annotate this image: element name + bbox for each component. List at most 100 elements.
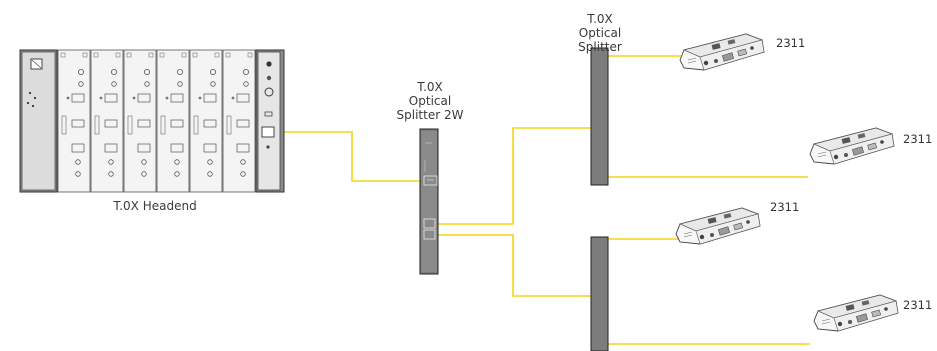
line-card-indicator: [111, 69, 118, 76]
line-card-port: [236, 143, 250, 153]
line-card-led: [198, 96, 202, 100]
line-card-latch: [94, 115, 100, 135]
headend-line-card: [156, 49, 190, 193]
line-card-indicator: [75, 159, 81, 165]
line-card-indicator: [141, 171, 147, 177]
line-card-port: [203, 119, 217, 128]
splitter-2w: [419, 128, 439, 275]
line-card-indicator: [177, 81, 183, 87]
line-card-port: [170, 143, 184, 153]
line-card-indicator: [174, 171, 180, 177]
line-card-indicator: [108, 171, 114, 177]
line-card-indicator: [240, 159, 246, 165]
line-card-indicator: [78, 69, 85, 76]
line-card-screw: [225, 52, 231, 58]
splitter-2w-label-line3: Splitter 2W: [396, 108, 464, 122]
line-card-screw: [159, 52, 165, 58]
line-card-indicator: [176, 69, 183, 76]
line-card-screw: [126, 52, 132, 58]
line-card-indicator: [78, 81, 84, 87]
receiver-2-model-label: 2311: [903, 132, 933, 146]
line-card-screw: [115, 52, 121, 58]
splitter-2w-label-line2: Optical: [408, 94, 452, 108]
line-card-port: [71, 93, 85, 103]
splitter-2w-output-port-a: [423, 218, 436, 229]
fiber-splitter-2w-to-top-splitter: [427, 127, 599, 225]
receiver-3-model-label: 2311: [770, 200, 800, 214]
splitter-2w-label: T.0X Optical Splitter 2W: [380, 80, 480, 122]
line-card-indicator: [207, 159, 213, 165]
receiver-4-model-label: 2311: [903, 298, 933, 312]
receiver-2311-device-1: [679, 33, 765, 71]
line-card-port: [137, 143, 151, 153]
line-card-port: [203, 93, 217, 103]
splitter-top-label-line2: Optical: [578, 26, 622, 40]
line-card-indicator: [143, 69, 150, 76]
line-card-port: [137, 93, 151, 103]
splitter-2w-input-port: [423, 175, 438, 186]
line-card-screw: [181, 52, 187, 58]
receiver-2311-device-4: [813, 294, 899, 332]
line-card-screw: [93, 52, 99, 58]
line-card-indicator: [210, 81, 216, 87]
splitter-top-label-line1: T.0X: [587, 12, 613, 26]
receiver-2311-device-2: [809, 127, 895, 165]
line-card-indicator: [141, 159, 147, 165]
headend-output-port: [261, 126, 275, 138]
fiber-headend-to-splitter-2w: [264, 131, 438, 182]
splitter-bottom: [590, 236, 609, 351]
receiver-2311-device-3: [675, 207, 761, 245]
line-card-led: [99, 96, 103, 100]
line-card-indicator: [243, 81, 249, 87]
line-card-port: [104, 119, 118, 128]
line-card-led: [66, 96, 70, 100]
line-card-indicator: [144, 81, 150, 87]
splitter-bottom-body: [590, 236, 609, 351]
splitter-top-label: T.0X Optical Splitter: [555, 12, 645, 54]
line-card-indicator: [242, 69, 249, 76]
line-card-indicator: [111, 81, 117, 87]
headend-line-card: [90, 49, 124, 193]
line-card-latch: [226, 115, 232, 135]
line-card-port: [137, 119, 151, 128]
line-card-port: [236, 119, 250, 128]
line-card-led: [132, 96, 136, 100]
line-card-port: [203, 143, 217, 153]
line-card-indicator: [240, 171, 246, 177]
headend-line-card: [123, 49, 157, 193]
line-card-latch: [193, 115, 199, 135]
line-card-screw: [148, 52, 154, 58]
line-card-led: [165, 96, 169, 100]
line-card-latch: [160, 115, 166, 135]
splitter-2w-label-line1: T.0X: [417, 80, 443, 94]
line-card-port: [236, 93, 250, 103]
splitter-top-body: [590, 47, 609, 186]
line-card-port: [104, 93, 118, 103]
splitter-top: [590, 47, 609, 186]
headend-module-slots: [57, 49, 256, 193]
line-card-screw: [192, 52, 198, 58]
line-card-port: [71, 119, 85, 128]
headend-chassis: [19, 49, 285, 193]
splitter-top-label-line3: Splitter: [578, 40, 622, 54]
line-card-indicator: [209, 69, 216, 76]
line-card-port: [170, 119, 184, 128]
line-card-screw: [214, 52, 220, 58]
chassis-right-module: [257, 51, 281, 191]
line-card-screw: [82, 52, 88, 58]
line-card-led: [231, 96, 235, 100]
line-card-latch: [61, 115, 67, 135]
line-card-port: [170, 93, 184, 103]
headend-line-card: [57, 49, 91, 193]
fiber-links: [264, 55, 810, 345]
splitter-2w-output-port-b: [423, 229, 436, 240]
receiver-1-model-label: 2311: [776, 36, 806, 50]
headend-line-card: [222, 49, 256, 193]
line-card-screw: [60, 52, 66, 58]
line-card-latch: [127, 115, 133, 135]
fiber-splitter-2w-to-bottom-splitter: [427, 234, 597, 297]
headend-line-card: [189, 49, 223, 193]
line-card-indicator: [174, 159, 180, 165]
line-card-indicator: [75, 171, 81, 177]
